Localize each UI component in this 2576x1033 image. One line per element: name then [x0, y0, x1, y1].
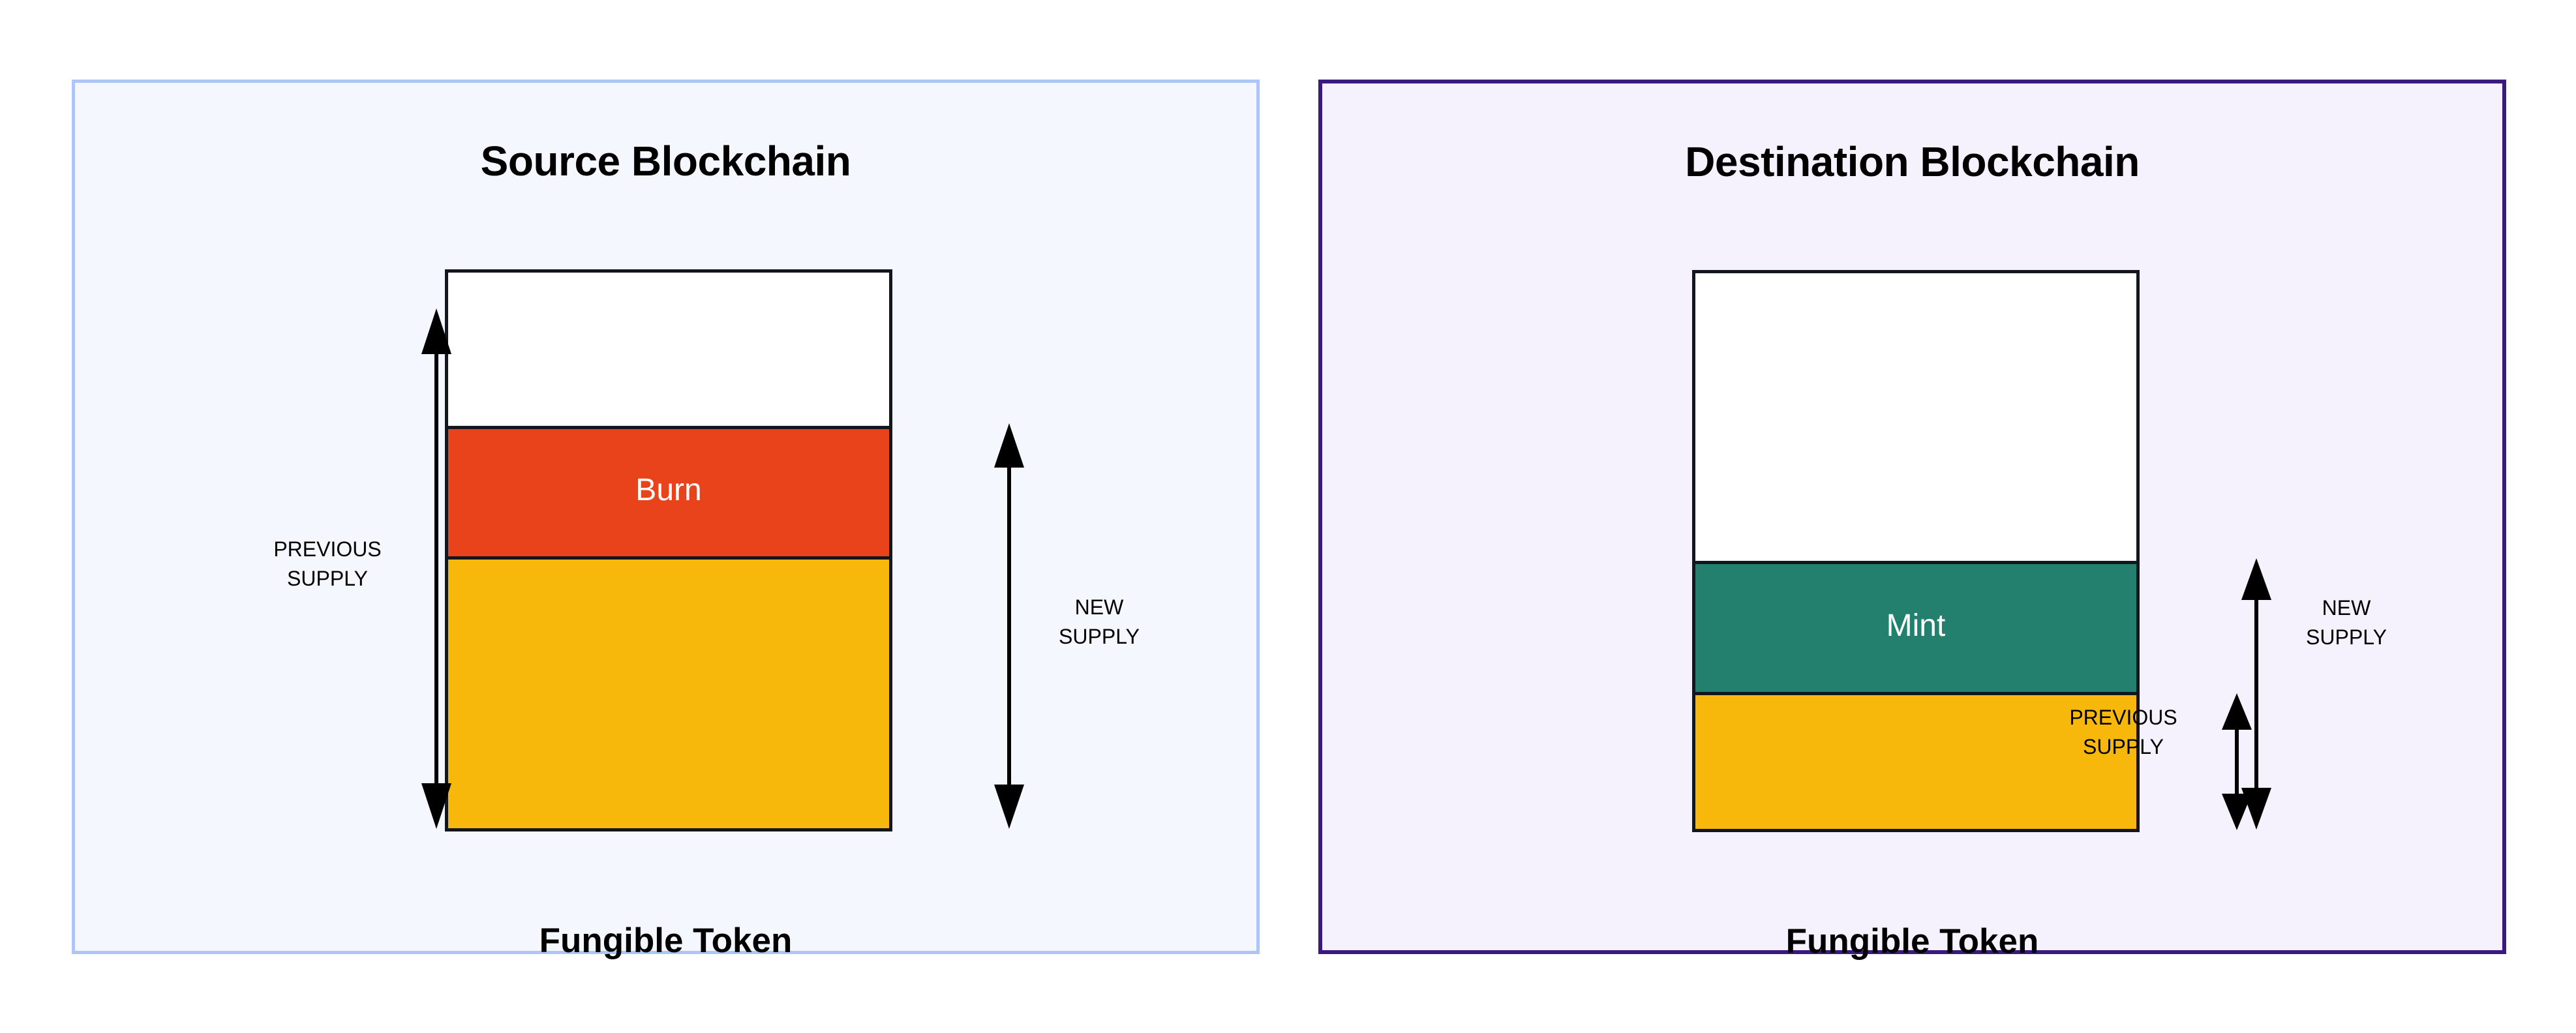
bar-segment-mint: Mint — [1695, 561, 2136, 695]
bar-segment-unused-capacity-destination — [1695, 273, 2136, 561]
measure-label-previous-supply-source: PREVIOUS SUPPLY — [273, 537, 382, 591]
bar-segment-label-burn: Burn — [635, 473, 702, 507]
measure-arrow-new-supply-source — [990, 423, 1029, 829]
measure-arrow-new-supply-destination — [2237, 558, 2276, 830]
token-supply-bar-source: Burn — [445, 269, 892, 831]
panel-footer-destination: Fungible Token — [1785, 922, 2039, 961]
panel-destination-blockchain: Destination Blockchain Mint PREVIOUS SUP… — [1318, 80, 2506, 961]
measure-arrow-previous-supply-source — [417, 308, 456, 829]
measure-label-new-supply-destination: NEW SUPPLY — [2306, 596, 2387, 650]
bar-segment-unused-capacity-source — [448, 273, 889, 426]
bar-segment-label-mint: Mint — [1886, 608, 1946, 643]
measure-arrow-previous-supply-destination — [2217, 693, 2256, 830]
measure-label-previous-supply-destination: PREVIOUS SUPPLY — [2069, 706, 2177, 759]
bar-segment-burn: Burn — [448, 426, 889, 560]
panel-title-source: Source Blockchain — [480, 138, 851, 185]
measure-label-new-supply-source: NEW SUPPLY — [1059, 595, 1140, 649]
panel-title-destination: Destination Blockchain — [1685, 138, 2140, 185]
bar-segment-existing-supply-source — [448, 560, 889, 828]
panel-source-blockchain: Source Blockchain Burn PREVIOUS SUPPLY — [72, 80, 1260, 960]
panel-footer-source: Fungible Token — [539, 921, 793, 960]
token-supply-bar-destination: Mint — [1692, 270, 2140, 832]
bar-segment-existing-supply-destination — [1695, 695, 2136, 829]
